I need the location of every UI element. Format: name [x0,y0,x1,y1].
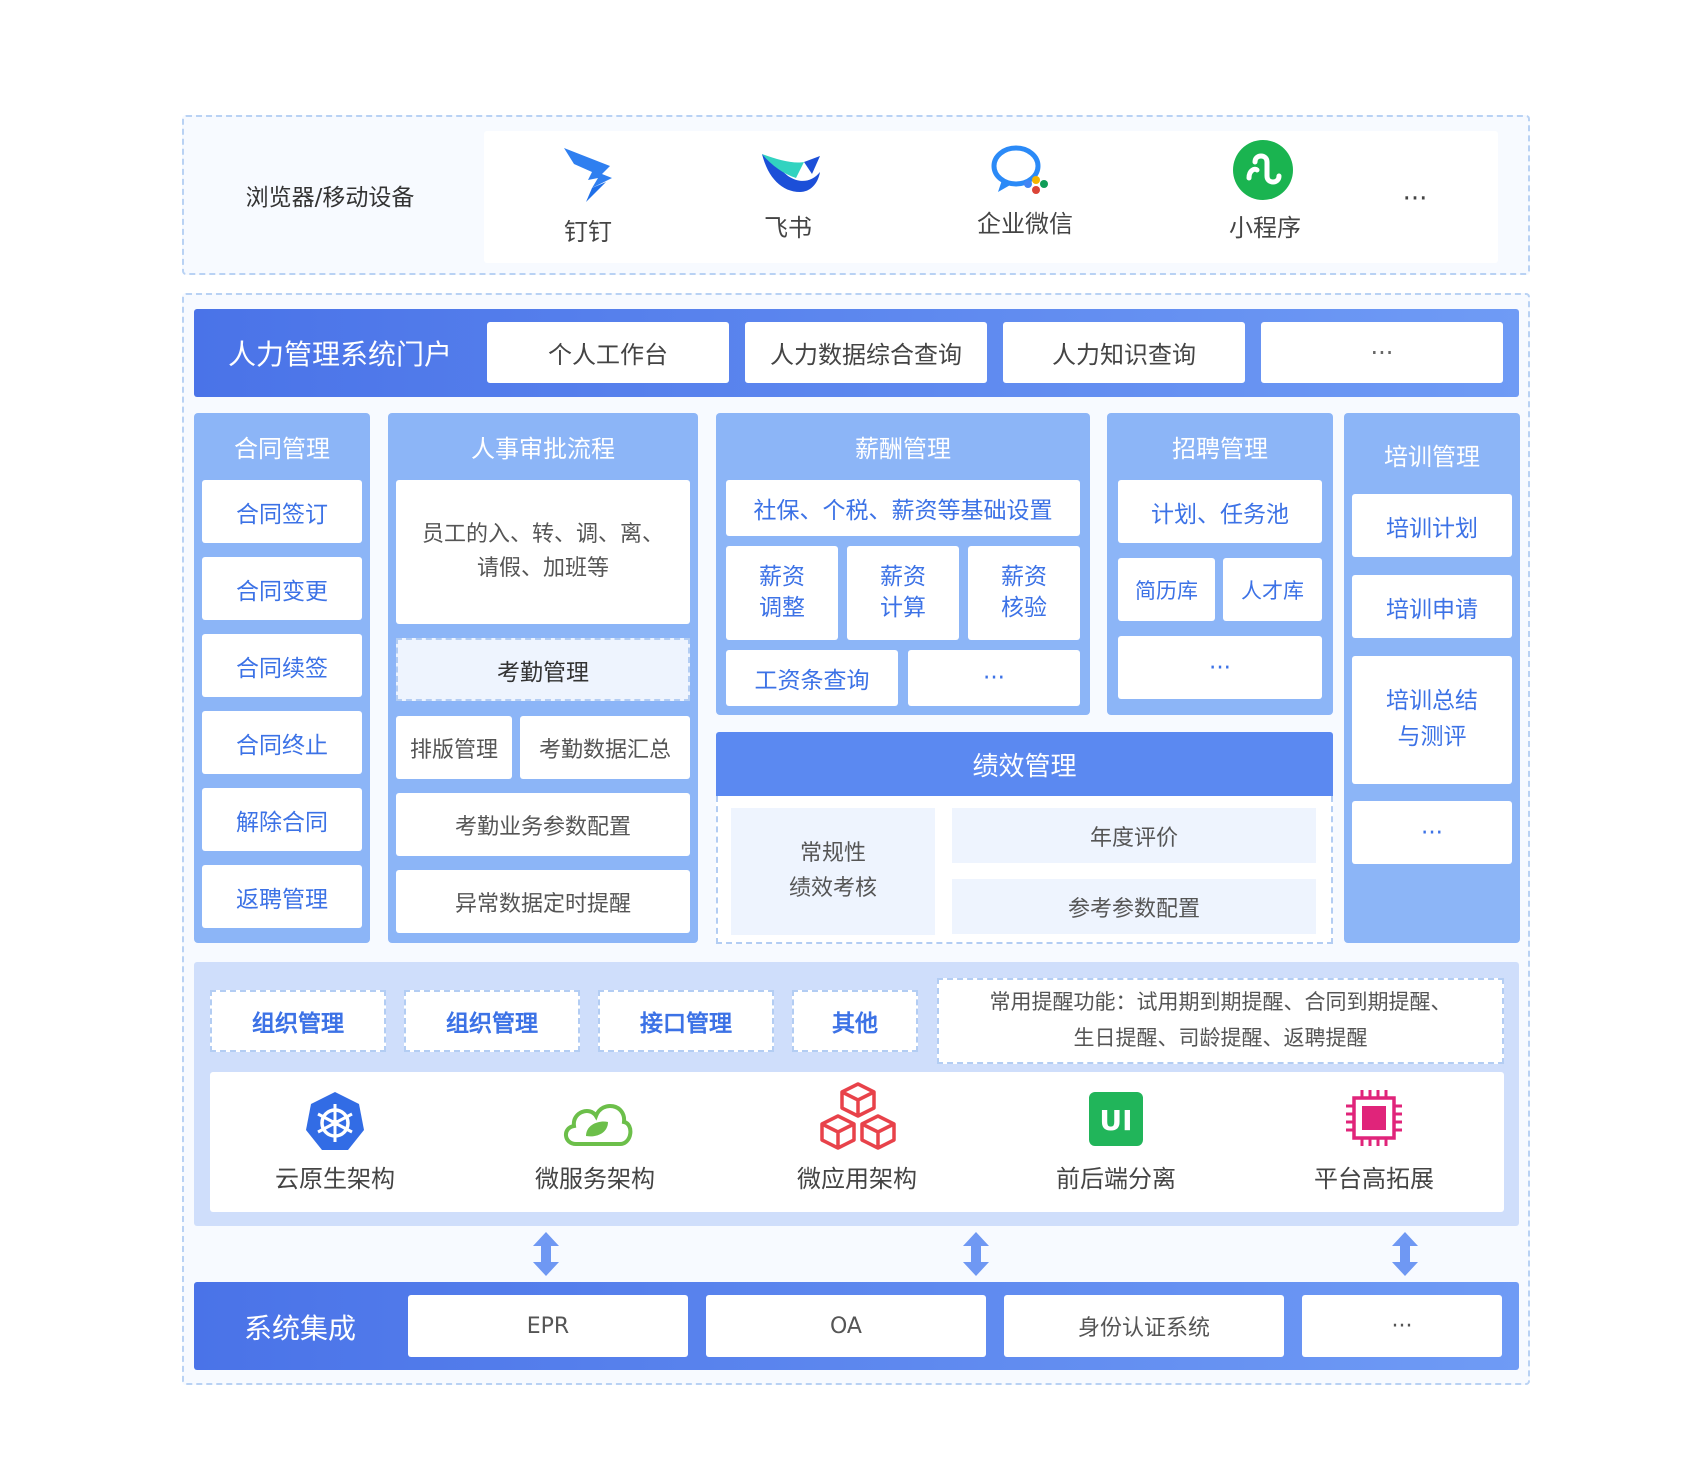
training-plan[interactable]: 培训计划 [1352,494,1512,557]
cubes-icon [820,1082,896,1150]
integration-epr[interactable]: EPR [408,1295,688,1357]
app-panel [484,131,1498,263]
app-label-mini-program: 小程序 [1229,213,1301,242]
salary-title: 薪酬管理 [855,434,951,463]
mini-program-icon[interactable] [1233,140,1293,200]
salary-verify[interactable]: 薪资 核验 [968,546,1080,640]
app-label-feishu: 飞书 [764,213,812,242]
performance-header [716,732,1333,796]
double-arrow-icon [533,1232,559,1276]
app-label-wecom: 企业微信 [977,209,1073,238]
hr-approval-title: 人事审批流程 [471,434,615,463]
payslip-query[interactable]: 工资条查询 [726,650,898,706]
integration-oa[interactable]: OA [706,1295,986,1357]
integration-more[interactable]: ··· [1302,1295,1502,1357]
svg-text:UI: UI [1099,1104,1132,1137]
tech-label-platform-extension: 平台高拓展 [1314,1164,1434,1193]
integration-identity-auth[interactable]: 身份认证系统 [1004,1295,1284,1357]
recruit-more[interactable]: ··· [1118,636,1322,699]
feishu-icon[interactable] [760,148,822,200]
chip-icon [1346,1090,1402,1146]
training-more[interactable]: ··· [1352,801,1512,864]
tech-label-micro-app: 微应用架构 [797,1164,917,1193]
training-title: 培训管理 [1384,442,1480,471]
dingtalk-icon[interactable] [562,144,614,204]
resume-pool[interactable]: 简历库 [1118,558,1215,621]
salary-base-settings[interactable]: 社保、个税、薪资等基础设置 [726,480,1080,536]
portal-item-knowledge[interactable]: 人力知识查询 [1003,322,1245,383]
contract-renew[interactable]: 合同续签 [202,634,362,697]
contract-sign[interactable]: 合同签订 [202,480,362,543]
talent-pool[interactable]: 人才库 [1223,558,1322,621]
tech-panel [210,1072,1504,1212]
salary-calc[interactable]: 薪资 计算 [847,546,959,640]
contract-dissolve[interactable]: 解除合同 [202,788,362,851]
contract-terminate[interactable]: 合同终止 [202,711,362,774]
org-management-1[interactable]: 组织管理 [210,990,386,1052]
reminder-functions[interactable]: 常用提醒功能：试用期到期提醒、合同到期提醒、 生日提醒、司龄提醒、返聘提醒 [937,978,1504,1064]
hr-approval-desc[interactable]: 员工的入、转、调、离、 请假、加班等 [396,480,690,624]
shift-management[interactable]: 排版管理 [396,716,512,779]
interface-management[interactable]: 接口管理 [598,990,774,1052]
other-modules[interactable]: 其他 [792,990,918,1052]
app-label-dingtalk: 钉钉 [564,217,612,246]
recruit-title: 招聘管理 [1172,434,1268,463]
kubernetes-icon [306,1092,364,1150]
contract-title: 合同管理 [234,434,330,463]
ui-icon: UI [1089,1092,1143,1146]
routine-performance[interactable]: 常规性 绩效考核 [731,808,935,935]
salary-adjust[interactable]: 薪资 调整 [726,546,838,640]
double-arrow-icon [1392,1232,1418,1276]
more-apps[interactable]: ··· [1402,184,1428,214]
wecom-icon[interactable] [990,144,1054,200]
training-apply[interactable]: 培训申请 [1352,575,1512,638]
attendance-summary[interactable]: 考勤数据汇总 [520,716,690,779]
tech-label-microservice: 微服务架构 [535,1164,655,1193]
double-arrow-icon [963,1232,989,1276]
performance-title: 绩效管理 [972,751,1077,782]
attendance-management[interactable]: 考勤管理 [396,638,690,701]
contract-change[interactable]: 合同变更 [202,557,362,620]
org-management-2[interactable]: 组织管理 [404,990,580,1052]
portal-title: 人力管理系统门户 [227,338,452,371]
rehire-management[interactable]: 返聘管理 [202,865,362,928]
portal-item-workbench[interactable]: 个人工作台 [487,322,729,383]
abnormal-data-alert[interactable]: 异常数据定时提醒 [396,870,690,933]
salary-more[interactable]: ··· [908,650,1080,706]
annual-evaluation[interactable]: 年度评价 [952,808,1316,863]
attendance-param-config[interactable]: 考勤业务参数配置 [396,793,690,856]
portal-item-more[interactable]: ··· [1261,322,1503,383]
reference-param-config[interactable]: 参考参数配置 [952,879,1316,934]
device-layer-label: 浏览器/移动设备 [245,185,415,211]
integration-title: 系统集成 [243,1312,356,1345]
recruit-plan[interactable]: 计划、任务池 [1118,480,1322,543]
cloud-leaf-icon [564,1104,633,1146]
training-summary[interactable]: 培训总结 与测评 [1352,656,1512,784]
tech-label-cloud-native: 云原生架构 [275,1164,395,1193]
tech-label-frontend-backend: 前后端分离 [1056,1164,1176,1193]
portal-item-data-query[interactable]: 人力数据综合查询 [745,322,987,383]
